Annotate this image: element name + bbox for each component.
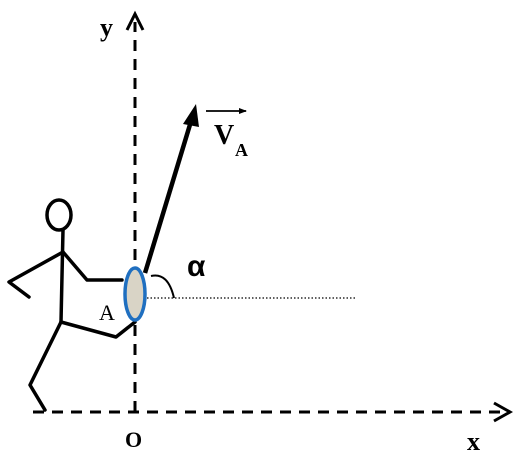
stick-figure (7, 198, 137, 412)
velocity-vector (142, 117, 195, 274)
y-axis-label: y (100, 13, 113, 42)
figure-kicking-leg (59, 320, 137, 339)
figure-standing-leg (28, 320, 63, 412)
origin-label: O (125, 427, 142, 452)
figure-head (45, 198, 73, 232)
figure-right-arm (61, 250, 124, 282)
y-axis-arrowhead (125, 10, 145, 31)
angle-label: α (187, 250, 206, 283)
vector-label-subscript: A (235, 140, 248, 160)
x-axis-arrowhead (493, 401, 513, 423)
vector-label: V A (206, 108, 248, 160)
angle-arc (150, 274, 175, 299)
point-a-label: A (99, 300, 115, 325)
figure-left-arm (7, 250, 65, 299)
ball (123, 266, 147, 322)
velocity-vector-head (183, 104, 199, 127)
x-axis-label: x (467, 427, 480, 452)
vector-label-main: V (214, 120, 234, 151)
figure-torso (59, 228, 65, 324)
